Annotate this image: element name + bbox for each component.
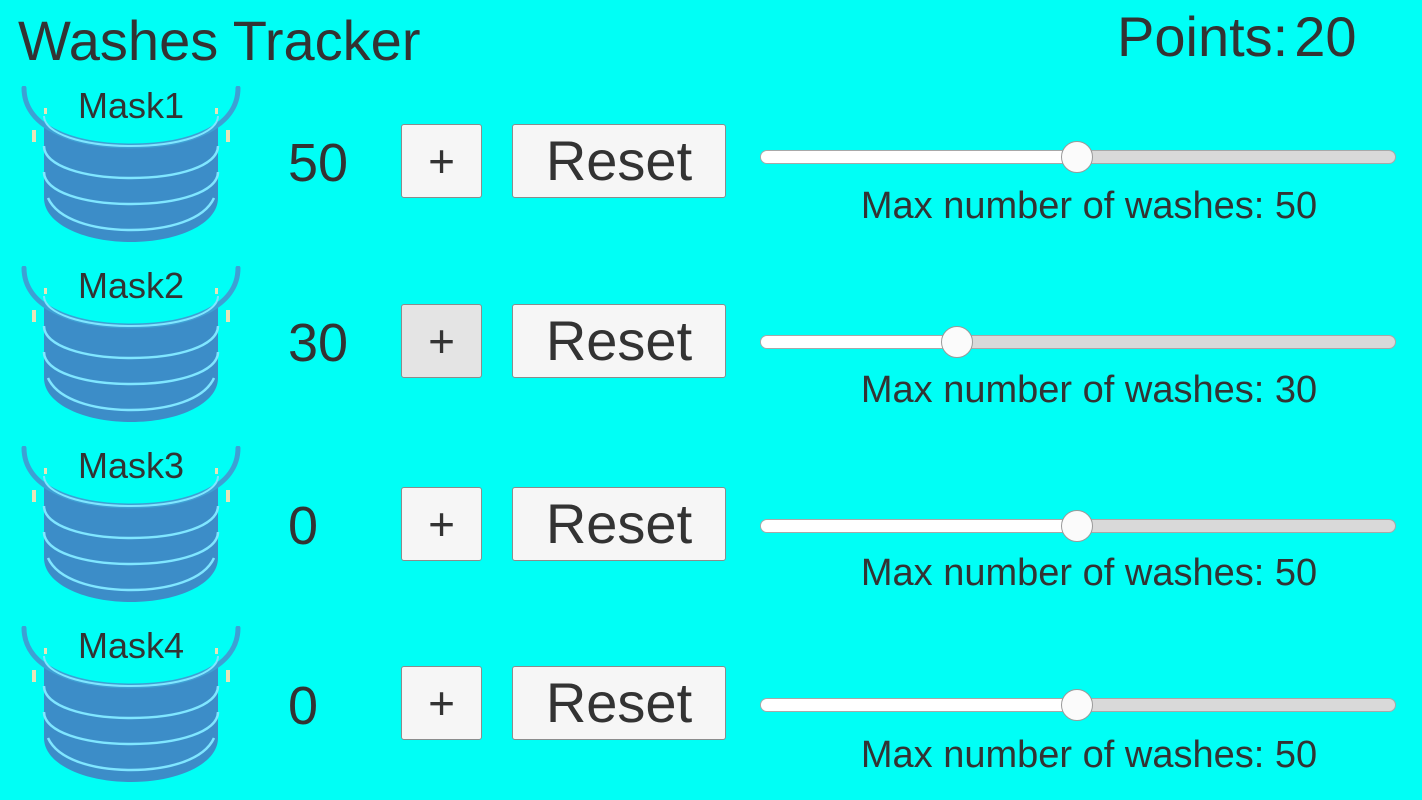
slider-fill <box>761 520 1078 532</box>
wash-count: 50 <box>288 133 349 193</box>
points-value: 20 <box>1294 5 1357 68</box>
mask-row-3: Mask3 0 + Reset Max number of washes: 50 <box>0 446 1422 626</box>
mask-name-label: Mask3 <box>77 445 185 486</box>
max-washes-value: 30 <box>1274 369 1318 411</box>
max-washes-prefix: Max number of washes: <box>860 369 1265 411</box>
max-washes-slider[interactable] <box>760 140 1396 174</box>
reset-button[interactable]: Reset <box>512 124 726 198</box>
mask-name-label: Mask2 <box>77 265 185 306</box>
max-washes-prefix: Max number of washes: <box>860 552 1265 594</box>
slider-fill <box>761 151 1078 163</box>
increment-button[interactable]: + <box>401 124 482 198</box>
max-washes-value: 50 <box>1274 185 1318 227</box>
wash-count: 30 <box>288 313 349 373</box>
slider-fill <box>761 699 1078 711</box>
reset-button[interactable]: Reset <box>512 487 726 561</box>
increment-button[interactable]: + <box>401 487 482 561</box>
increment-button[interactable]: + <box>401 666 482 740</box>
max-washes-label: Max number of washes: 50 <box>760 184 1418 228</box>
face-mask-icon <box>18 266 244 426</box>
wash-count: 0 <box>288 496 319 556</box>
increment-button[interactable]: + <box>401 304 482 378</box>
mask-row-2: Mask2 30 + Reset Max number of washes: 3… <box>0 266 1422 446</box>
max-washes-slider[interactable] <box>760 509 1396 543</box>
points-label: Points: <box>1117 5 1289 68</box>
mask-row-4: Mask4 0 + Reset Max number of washes: 50 <box>0 626 1422 800</box>
max-washes-label: Max number of washes: 30 <box>760 368 1418 412</box>
max-washes-value: 50 <box>1274 734 1318 776</box>
slider-handle[interactable] <box>1061 689 1093 721</box>
max-washes-label: Max number of washes: 50 <box>760 733 1418 777</box>
slider-fill <box>761 336 958 348</box>
face-mask-icon <box>18 86 244 246</box>
max-washes-value: 50 <box>1274 552 1318 594</box>
slider-handle[interactable] <box>941 326 973 358</box>
face-mask-icon <box>18 446 244 606</box>
mask-name-label: Mask4 <box>77 625 185 666</box>
mask-name-label: Mask1 <box>77 85 185 126</box>
slider-handle[interactable] <box>1061 510 1093 542</box>
mask-row-1: Mask1 50 + Reset Max number of washes: 5… <box>0 86 1422 266</box>
points-display: Points:20 <box>1117 4 1357 70</box>
max-washes-prefix: Max number of washes: <box>860 734 1265 776</box>
slider-handle[interactable] <box>1061 141 1093 173</box>
app-title: Washes Tracker <box>18 9 421 72</box>
max-washes-prefix: Max number of washes: <box>860 185 1265 227</box>
max-washes-label: Max number of washes: 50 <box>760 551 1418 595</box>
reset-button[interactable]: Reset <box>512 666 726 740</box>
wash-count: 0 <box>288 676 319 736</box>
reset-button[interactable]: Reset <box>512 304 726 378</box>
max-washes-slider[interactable] <box>760 688 1396 722</box>
max-washes-slider[interactable] <box>760 325 1396 359</box>
slider-track[interactable] <box>760 335 1396 349</box>
face-mask-icon <box>18 626 244 786</box>
